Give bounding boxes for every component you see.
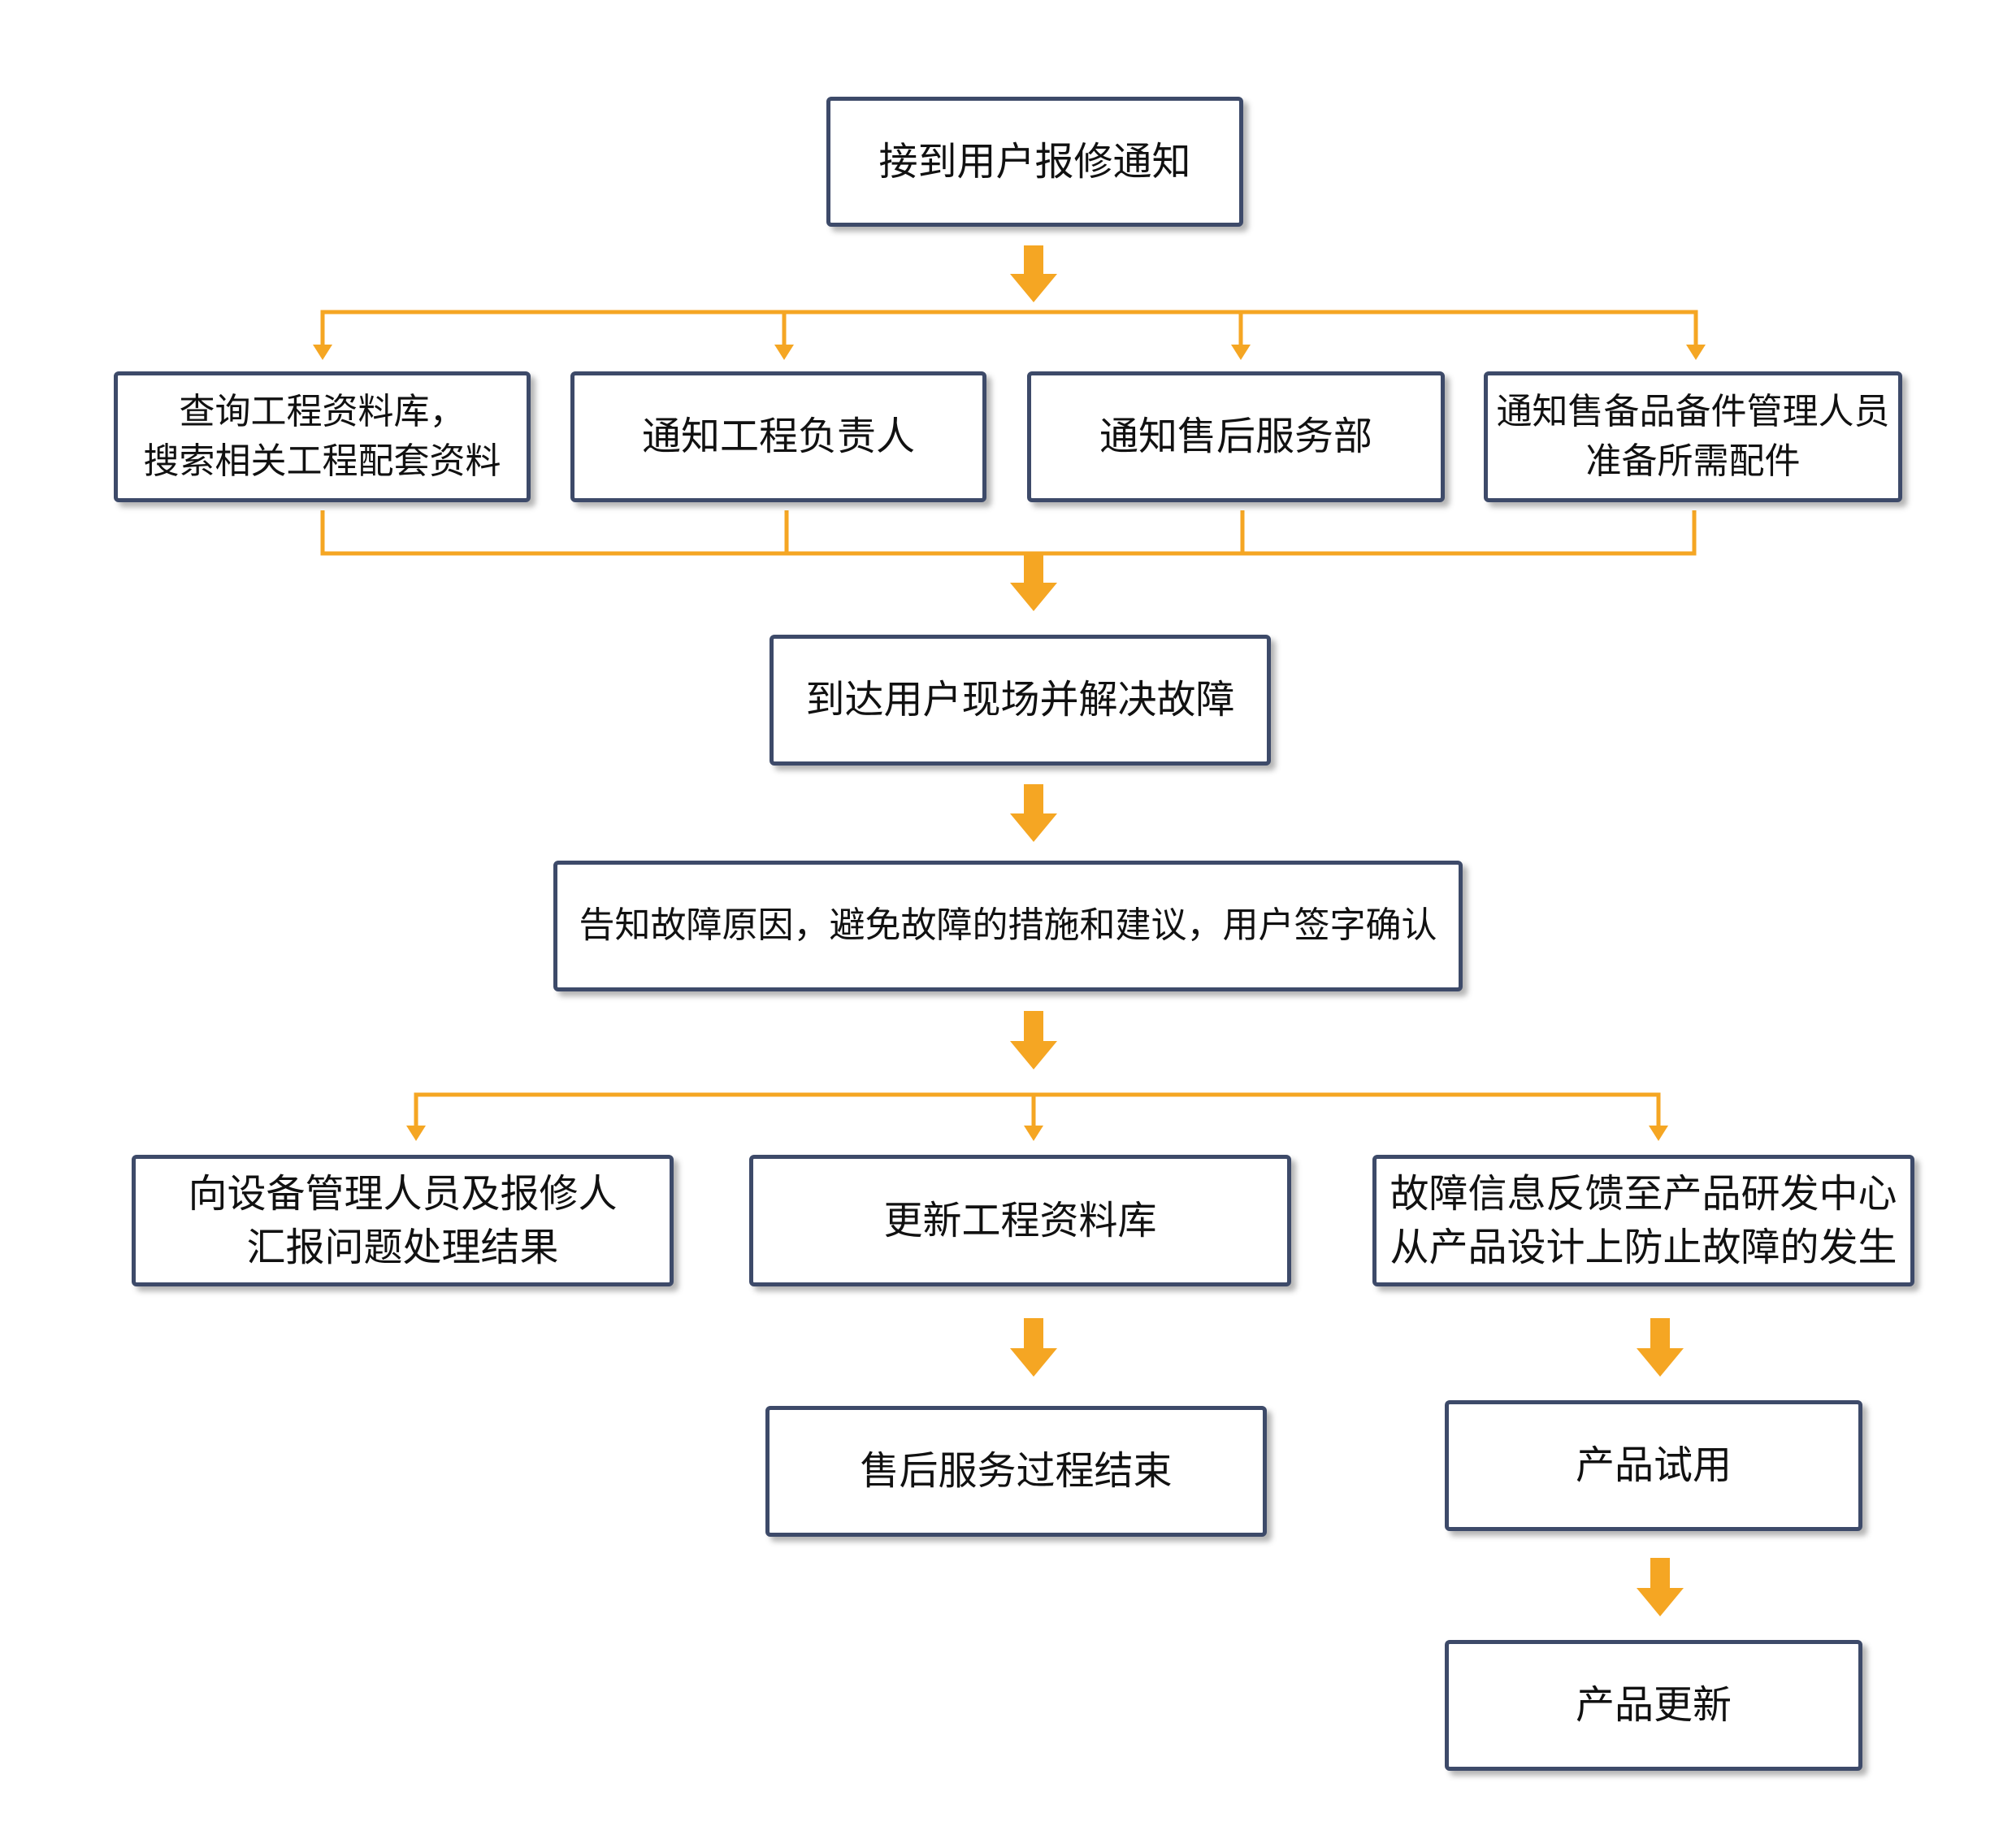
node-feedback-rd-line-1: 故障信息反馈至产品研发中心 xyxy=(1390,1170,1897,1217)
node-product-trial: 产品试用 xyxy=(1445,1400,1862,1531)
node-onsite-fix: 到达用户现场并解决故障 xyxy=(770,635,1271,766)
node-query-docs-line-1: 查询工程资料库， xyxy=(179,390,466,432)
node-query-docs-line-2: 搜索相关工程配套资料 xyxy=(143,440,501,482)
down-arrow-3 xyxy=(1010,784,1057,842)
node-explain-cause-line-1: 告知故障原因，避免故障的措施和建议，用户签字确认 xyxy=(579,904,1437,947)
node-service-end: 售后服务过程结束 xyxy=(765,1406,1267,1537)
arrowhead-spares xyxy=(1686,345,1706,360)
arrowhead-engineer xyxy=(774,345,794,360)
down-arrow-2 xyxy=(1010,553,1057,611)
down-arrow-5 xyxy=(1010,1318,1057,1377)
node-product-trial-line-1: 产品试用 xyxy=(1575,1442,1732,1489)
node-receive-notice: 接到用户报修通知 xyxy=(826,97,1243,227)
node-report-result: 向设备管理人员及报修人 汇报问题处理结果 xyxy=(132,1155,674,1286)
node-feedback-rd: 故障信息反馈至产品研发中心 从产品设计上防止故障的发生 xyxy=(1372,1155,1914,1286)
node-explain-cause: 告知故障原因，避免故障的措施和建议，用户签字确认 xyxy=(553,861,1463,991)
node-notify-spares-line-1: 通知售备品备件管理人员 xyxy=(1496,390,1890,432)
branch-bus-top xyxy=(320,310,1698,345)
node-onsite-fix-line-1: 到达用户现场并解决故障 xyxy=(805,677,1235,723)
node-receive-notice-line-1: 接到用户报修通知 xyxy=(878,138,1191,184)
arrowhead-aftersales xyxy=(1231,345,1251,360)
arrowhead-update xyxy=(1024,1126,1043,1141)
merge-bus xyxy=(320,510,1697,556)
node-notify-engineer: 通知工程负责人 xyxy=(570,371,986,502)
small-arrowheads xyxy=(313,345,1706,1141)
node-notify-aftersales: 通知售后服务部 xyxy=(1027,371,1445,502)
node-product-update: 产品更新 xyxy=(1445,1640,1862,1771)
node-notify-aftersales-line-1: 通知售后服务部 xyxy=(1099,414,1372,460)
node-service-end-line-1: 售后服务过程结束 xyxy=(860,1448,1173,1494)
down-arrow-4 xyxy=(1010,1011,1057,1069)
node-notify-spares: 通知售备品备件管理人员 准备所需配件 xyxy=(1484,371,1902,502)
arrowhead-query xyxy=(313,345,332,360)
down-arrow-7 xyxy=(1637,1558,1684,1616)
node-notify-engineer-line-1: 通知工程负责人 xyxy=(641,414,915,460)
branch-bus-bottom xyxy=(414,1092,1661,1126)
node-report-result-line-2: 汇报问题处理结果 xyxy=(246,1225,559,1270)
node-update-docs: 更新工程资料库 xyxy=(749,1155,1291,1286)
down-arrow-6 xyxy=(1637,1318,1684,1377)
arrowhead-report xyxy=(406,1126,426,1141)
arrowhead-feedback xyxy=(1649,1126,1668,1141)
node-feedback-rd-line-2: 从产品设计上防止故障的发生 xyxy=(1390,1225,1897,1270)
node-update-docs-line-1: 更新工程资料库 xyxy=(883,1197,1157,1243)
down-arrow-1 xyxy=(1010,245,1057,302)
node-notify-spares-line-2: 准备所需配件 xyxy=(1585,440,1801,482)
node-report-result-line-1: 向设备管理人员及报修人 xyxy=(188,1170,618,1217)
connector-lines xyxy=(320,310,1698,1126)
block-arrows xyxy=(1010,245,1684,1616)
node-product-update-line-1: 产品更新 xyxy=(1575,1682,1732,1729)
node-query-docs: 查询工程资料库， 搜索相关工程配套资料 xyxy=(114,371,531,502)
